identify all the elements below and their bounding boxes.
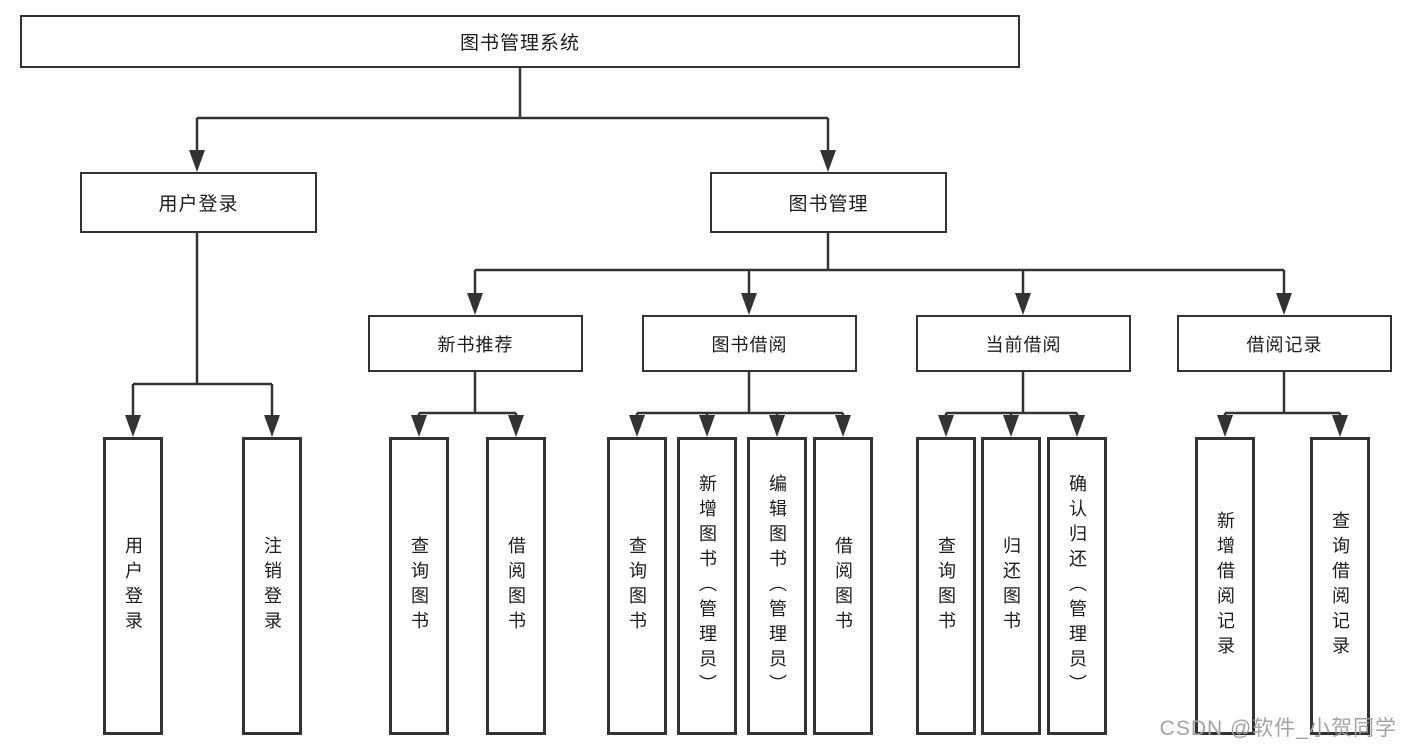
leaf-user-login: 用户登录 (103, 437, 163, 735)
leaf-borrowing-edit-books-admin: 编辑图书（管理员） (747, 437, 807, 735)
node-current-borrowing: 当前借阅 (916, 315, 1131, 372)
tree-edges (131, 68, 1342, 418)
node-borrowing-records: 借阅记录 (1177, 315, 1392, 372)
leaf-recommend-query-books: 查询图书 (389, 437, 449, 735)
node-library-management-system: 图书管理系统 (20, 15, 1020, 68)
node-book-borrowing: 图书借阅 (642, 315, 857, 372)
leaf-recommend-borrow-books: 借阅图书 (486, 437, 546, 735)
leaf-records-add-record: 新增借阅记录 (1195, 437, 1255, 735)
arrowheads (125, 150, 1348, 437)
leaf-current-return-books: 归还图书 (981, 437, 1041, 735)
leaf-borrowing-query-books: 查询图书 (607, 437, 667, 735)
leaf-current-query-books: 查询图书 (916, 437, 976, 735)
node-new-book-recommend: 新书推荐 (368, 315, 583, 372)
leaf-borrowing-add-books-admin: 新增图书（管理员） (677, 437, 737, 735)
leaf-borrowing-borrow-books: 借阅图书 (813, 437, 873, 735)
node-book-management: 图书管理 (710, 172, 947, 233)
leaf-current-confirm-return-admin: 确认归还（管理员） (1047, 437, 1107, 735)
leaf-logout: 注销登录 (242, 437, 302, 735)
node-user-login: 用户登录 (80, 172, 317, 233)
csdn-watermark: CSDN @软件_小贺同学 (1159, 717, 1397, 740)
leaf-records-query-record: 查询借阅记录 (1310, 437, 1370, 735)
